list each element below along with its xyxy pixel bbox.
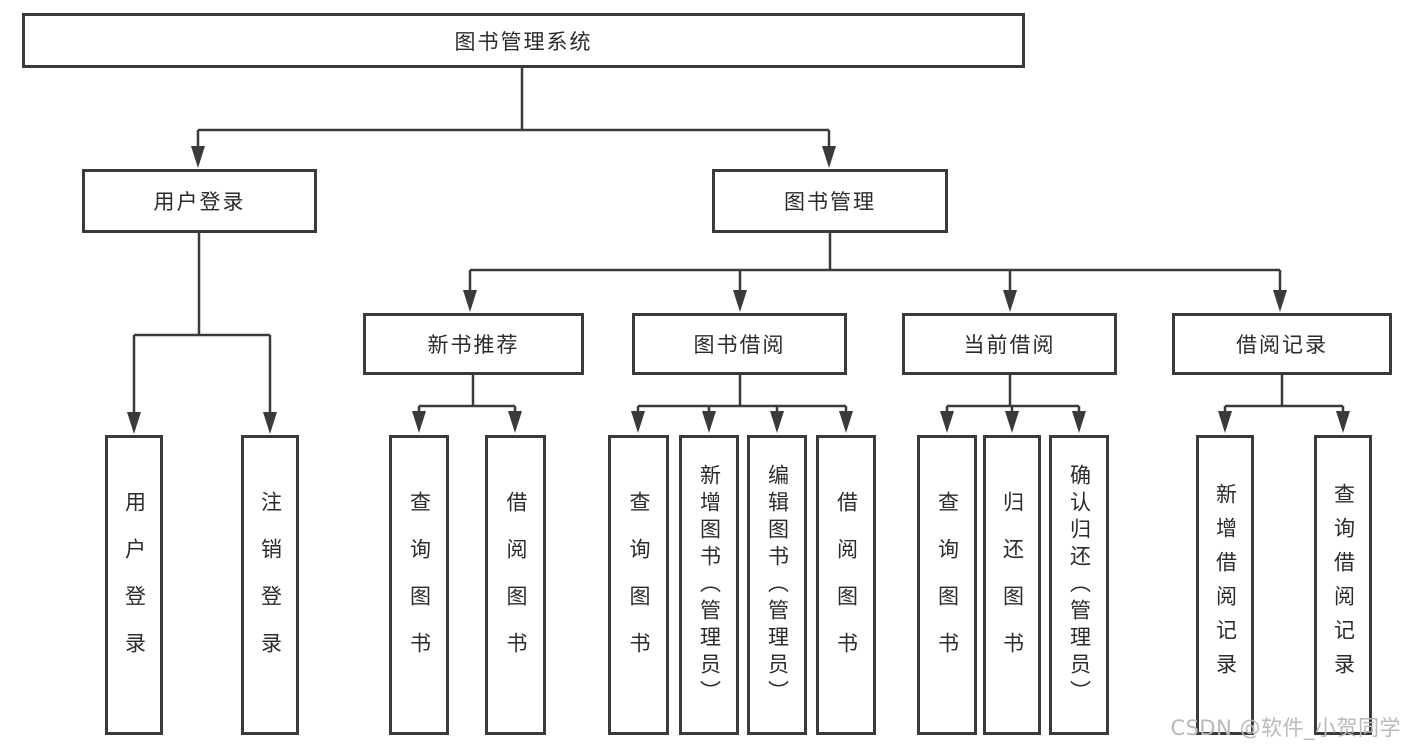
leaf-add-books-admin: 新增图书（管理员）: [679, 435, 739, 735]
leaf-query-books: 查询图书: [608, 435, 669, 735]
leaf-add-borrow-record: 新增借阅记录: [1196, 435, 1254, 735]
leaf-return-books: 归还图书: [983, 435, 1041, 735]
node-borrow-record: 借阅记录: [1172, 313, 1392, 375]
leaf-query-borrow-record: 查询借阅记录: [1314, 435, 1372, 735]
node-book-borrow: 图书借阅: [632, 313, 847, 375]
arrowhead-icons: [127, 146, 1350, 434]
leaf-borrow-books: 借阅图书: [816, 435, 876, 735]
leaf-confirm-return-admin: 确认归还（管理员）: [1049, 435, 1109, 735]
leaf-user-login: 用户登录: [105, 435, 163, 735]
node-user-login: 用户登录: [82, 169, 317, 233]
leaf-borrow-books: 借阅图书: [485, 435, 546, 735]
leaf-query-books: 查询图书: [917, 435, 977, 735]
node-new-book-recommend: 新书推荐: [363, 313, 584, 375]
leaf-query-books: 查询图书: [389, 435, 449, 735]
node-current-borrow: 当前借阅: [902, 313, 1117, 375]
leaf-edit-books-admin: 编辑图书（管理员）: [747, 435, 807, 735]
csdn-watermark: CSDN @软件_小贺同学: [1170, 716, 1401, 740]
node-book-management: 图书管理: [712, 169, 948, 233]
leaf-logout: 注销登录: [241, 435, 299, 735]
node-system-root: 图书管理系统: [22, 13, 1025, 68]
